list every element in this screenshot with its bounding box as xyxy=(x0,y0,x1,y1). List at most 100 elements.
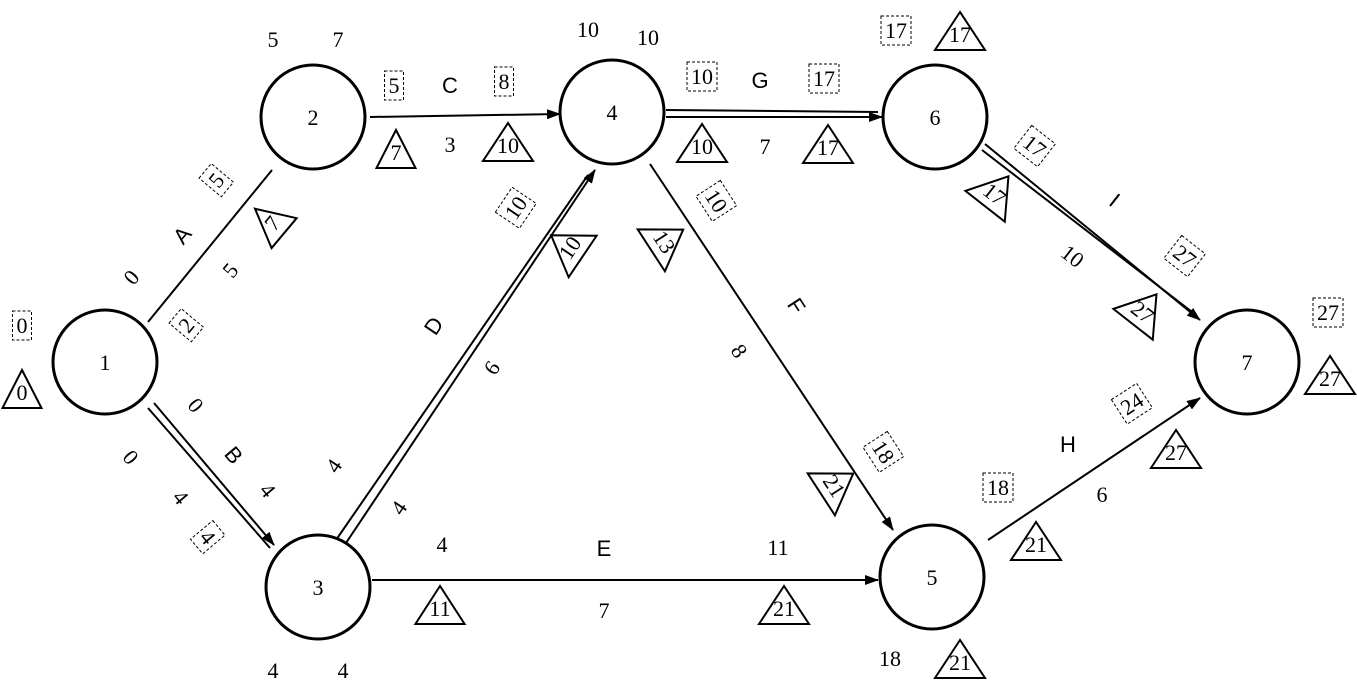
activity-i-ef: 27 xyxy=(1168,239,1201,272)
node-3[interactable]: 3 xyxy=(264,533,372,641)
node-4[interactable]: 4 xyxy=(558,58,666,166)
node-5-latest: 21 xyxy=(949,650,971,675)
activity-a-ls: 2 xyxy=(173,313,199,337)
activity-d-name: D xyxy=(419,312,449,339)
activity-c-es: 5 xyxy=(389,73,400,98)
edge-a xyxy=(147,169,273,323)
edge-d xyxy=(335,169,596,547)
time-triangle xyxy=(413,584,467,625)
activity-g-name: G xyxy=(751,68,768,93)
activity-e-ls: 11 xyxy=(429,596,450,621)
nodes: 1 2 3 4 5 6 7 xyxy=(51,58,1301,641)
node-6-earliest: 17 xyxy=(885,18,907,43)
edge-h xyxy=(987,397,1201,541)
time-box xyxy=(494,66,514,97)
activity-b-es: 0 xyxy=(183,393,209,417)
activity-d-ls: 4 xyxy=(385,496,412,519)
activity-a-duration: 5 xyxy=(217,258,243,282)
activity-a-ef: 5 xyxy=(203,168,229,192)
activity-d-duration: 6 xyxy=(478,356,505,379)
activity-g-lf: 17 xyxy=(817,135,839,160)
activity-g-ef: 17 xyxy=(813,66,835,91)
time-box xyxy=(198,162,235,198)
activity-c-ef: 8 xyxy=(499,69,510,94)
edge-i xyxy=(981,143,1201,321)
time-triangle xyxy=(757,584,811,625)
node-3-earliest: 4 xyxy=(268,658,279,683)
node-1[interactable]: 1 xyxy=(51,308,159,416)
node-2-latest: 7 xyxy=(333,27,344,52)
time-box xyxy=(695,179,738,223)
edges xyxy=(147,109,1201,585)
node-6-latest: 17 xyxy=(949,22,971,47)
node-1-latest: 0 xyxy=(17,380,28,405)
node-label: 7 xyxy=(1242,350,1253,375)
edge-b xyxy=(147,402,275,549)
time-triangle xyxy=(963,174,1010,224)
activity-c-lf: 10 xyxy=(497,133,519,158)
activity-f-es: 10 xyxy=(700,185,733,217)
edge-f xyxy=(649,163,894,531)
activity-g-ls: 10 xyxy=(691,134,713,159)
activity-h-es: 18 xyxy=(987,475,1009,500)
activity-e-duration: 7 xyxy=(599,598,610,623)
node-1-earliest: 0 xyxy=(17,313,28,338)
activity-f-duration: 8 xyxy=(726,339,753,362)
time-triangle xyxy=(253,207,299,250)
node-4-latest: 10 xyxy=(637,25,659,50)
activity-f-name: F xyxy=(782,293,810,318)
activity-i-duration: 10 xyxy=(1056,239,1089,272)
node-times: 0 0 5 7 4 4 10 10 18 21 17 17 27 27 xyxy=(0,10,1357,683)
node-label: 1 xyxy=(100,350,111,375)
time-triangle xyxy=(1149,428,1203,469)
time-box xyxy=(880,15,912,46)
time-box xyxy=(862,430,905,474)
activity-a-name: A xyxy=(168,221,197,249)
time-box xyxy=(384,70,404,101)
time-triangle xyxy=(481,121,535,162)
edge-c xyxy=(369,109,561,120)
activity-a-es: 0 xyxy=(118,265,144,289)
activity-b-lf: 4 xyxy=(195,525,221,549)
activity-b-ef: 4 xyxy=(255,478,281,502)
time-box xyxy=(168,307,205,343)
node-4-earliest: 10 xyxy=(577,17,599,42)
activity-d-es: 4 xyxy=(320,454,347,477)
time-triangle xyxy=(933,638,987,679)
time-triangle xyxy=(933,10,987,51)
node-6[interactable]: 6 xyxy=(881,63,989,171)
edge-g xyxy=(665,109,883,122)
activity-e-lf: 21 xyxy=(773,596,795,621)
node-5[interactable]: 5 xyxy=(878,523,986,631)
time-box xyxy=(12,310,32,341)
activity-b-ls: 0 xyxy=(118,445,144,469)
activity-g-es: 10 xyxy=(691,64,713,89)
activity-g-duration: 7 xyxy=(760,134,771,159)
activity-h-ls: 21 xyxy=(1025,532,1047,557)
time-box xyxy=(1013,124,1057,168)
time-box xyxy=(1110,382,1154,425)
node-7[interactable]: 7 xyxy=(1193,308,1301,416)
time-box xyxy=(1312,297,1344,328)
time-box xyxy=(982,472,1014,503)
activity-h-duration: 6 xyxy=(1097,482,1108,507)
activity-c-ls: 7 xyxy=(391,140,402,165)
time-box xyxy=(686,61,718,92)
time-triangle xyxy=(805,472,855,518)
activity-d-ef: 10 xyxy=(499,192,532,224)
time-triangle xyxy=(675,122,729,163)
activity-i-es: 17 xyxy=(1018,129,1051,162)
activity-c-name: C xyxy=(442,73,458,98)
activity-h-lf: 27 xyxy=(1165,440,1187,465)
activity-h-name: H xyxy=(1060,432,1076,457)
node-label: 6 xyxy=(930,105,941,130)
node-7-earliest: 27 xyxy=(1317,300,1339,325)
time-triangle xyxy=(374,127,418,169)
activity-f-ef: 18 xyxy=(867,436,900,468)
time-box xyxy=(189,519,226,555)
time-triangle xyxy=(0,367,44,409)
activity-b-duration: 4 xyxy=(168,485,194,509)
node-7-latest: 27 xyxy=(1319,366,1341,391)
node-2-earliest: 5 xyxy=(268,27,279,52)
node-2[interactable]: 2 xyxy=(259,63,367,171)
